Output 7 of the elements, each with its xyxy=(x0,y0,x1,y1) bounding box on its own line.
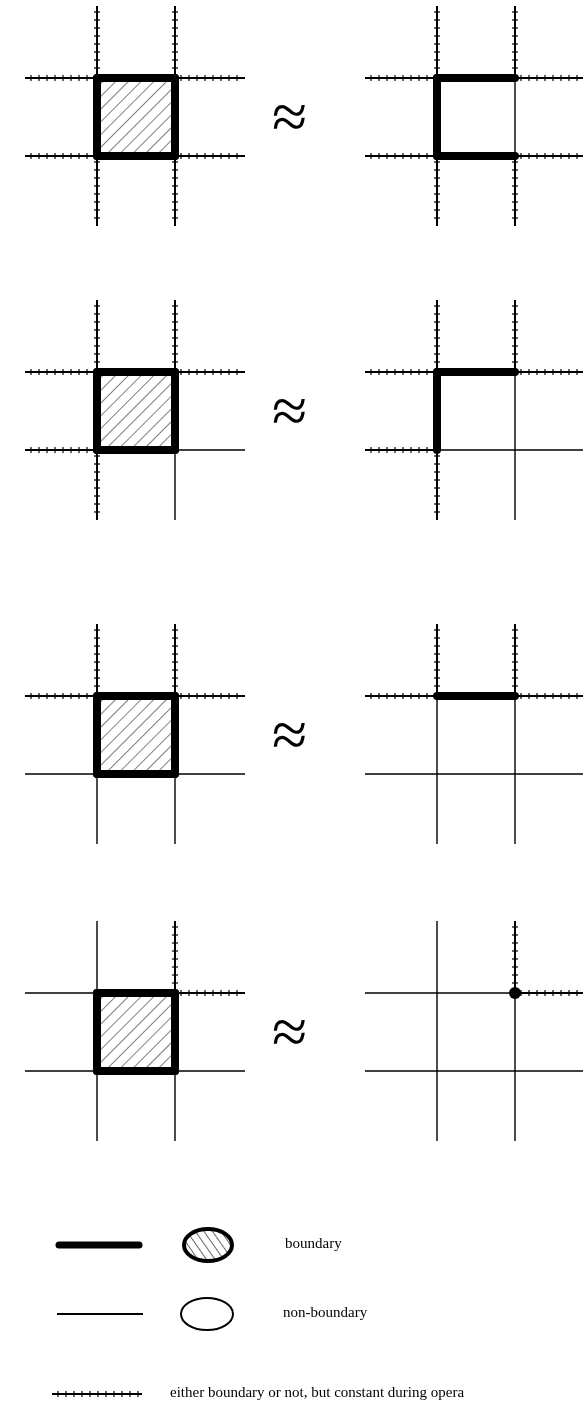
legend-text: non-boundary xyxy=(283,1305,368,1320)
legend-text: boundary xyxy=(285,1236,342,1251)
approx-symbol: ≈ xyxy=(272,85,308,149)
legend-text: either boundary or not, but constant during opera xyxy=(170,1385,465,1400)
approx-symbol: ≈ xyxy=(272,1000,308,1064)
approx-symbol: ≈ xyxy=(272,379,308,443)
approx-symbol: ≈ xyxy=(272,703,308,767)
